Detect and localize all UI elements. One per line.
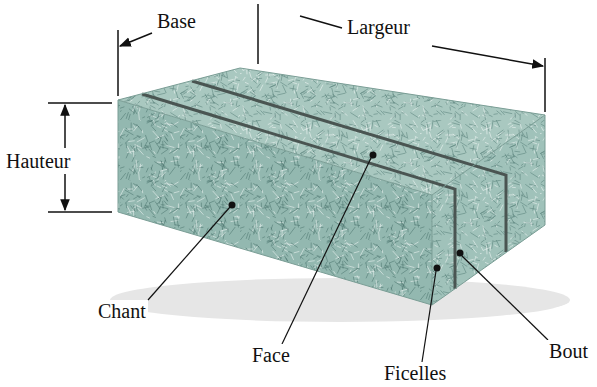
part-label: Base	[155, 10, 198, 32]
end-face	[432, 115, 545, 305]
leader-lines	[148, 158, 548, 362]
part-label: Largeur	[345, 16, 412, 38]
part-label: Hauteur	[4, 150, 72, 172]
part-label: Ficelles	[382, 362, 448, 384]
dimension-lines	[48, 4, 545, 212]
bale-edges	[118, 68, 545, 305]
shadow	[110, 278, 570, 322]
twine	[142, 81, 506, 289]
part-label: Chant	[96, 300, 148, 322]
leader-dots	[229, 152, 464, 272]
part-label: Bout	[547, 340, 590, 362]
part-label: Face	[250, 344, 292, 366]
end-texture	[432, 115, 545, 305]
